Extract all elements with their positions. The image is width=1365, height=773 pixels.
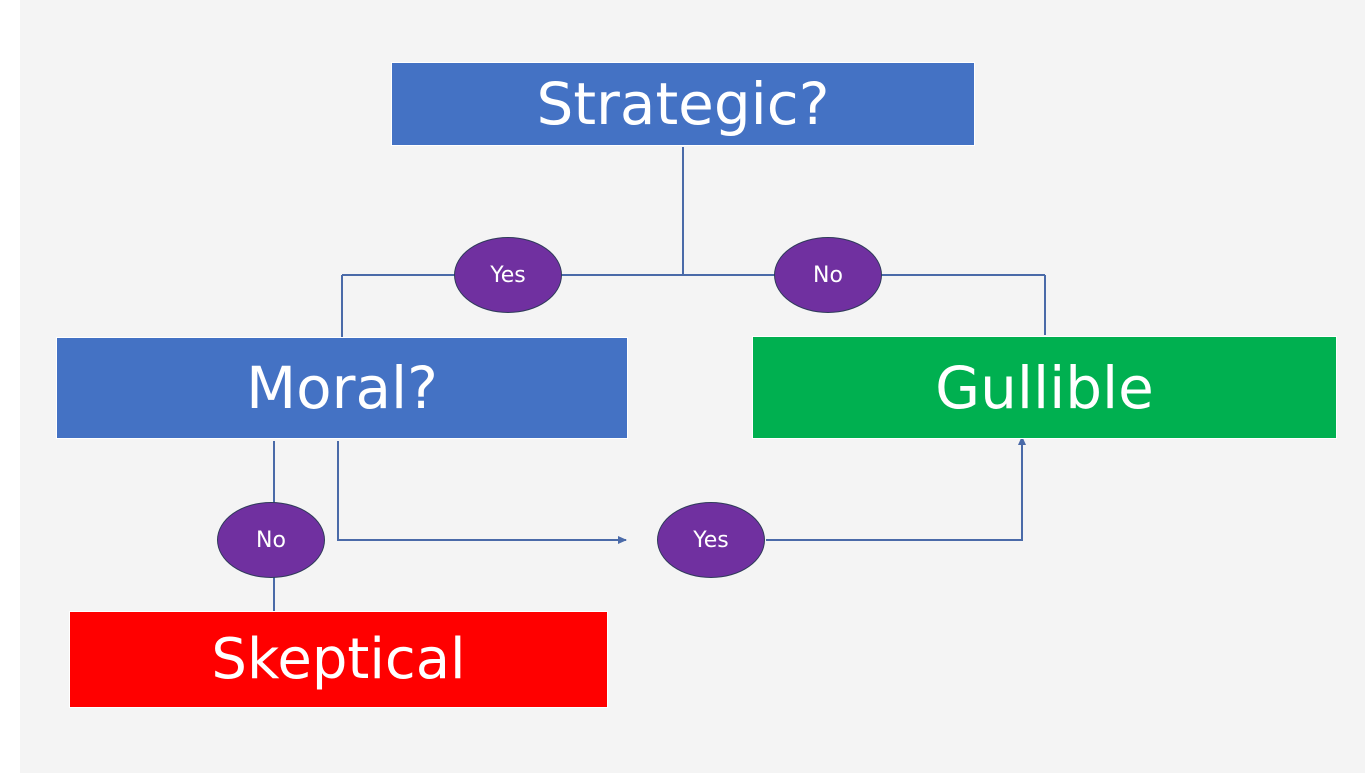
node-moral-label: Moral? [246,354,438,422]
node-gullible: Gullible [752,336,1337,439]
node-skeptical: Skeptical [69,611,608,708]
edge-strategic-yes-label: Yes [490,262,526,288]
edge-moral-yes-label: Yes [693,527,729,553]
connector-moral-yes-segment [337,441,627,544]
edge-moral-yes: Yes [657,502,765,578]
node-strategic-label: Strategic? [536,70,830,138]
edge-strategic-no-label: No [813,262,843,288]
edge-moral-no-label: No [256,527,286,553]
node-strategic: Strategic? [391,62,975,146]
node-skeptical-label: Skeptical [211,626,466,692]
edge-strategic-no: No [774,237,882,313]
edge-strategic-yes: Yes [454,237,562,313]
edge-moral-no: No [217,502,325,578]
node-gullible-label: Gullible [935,353,1154,422]
node-moral: Moral? [56,337,628,439]
connector-yes-to-gullible [766,436,1026,541]
